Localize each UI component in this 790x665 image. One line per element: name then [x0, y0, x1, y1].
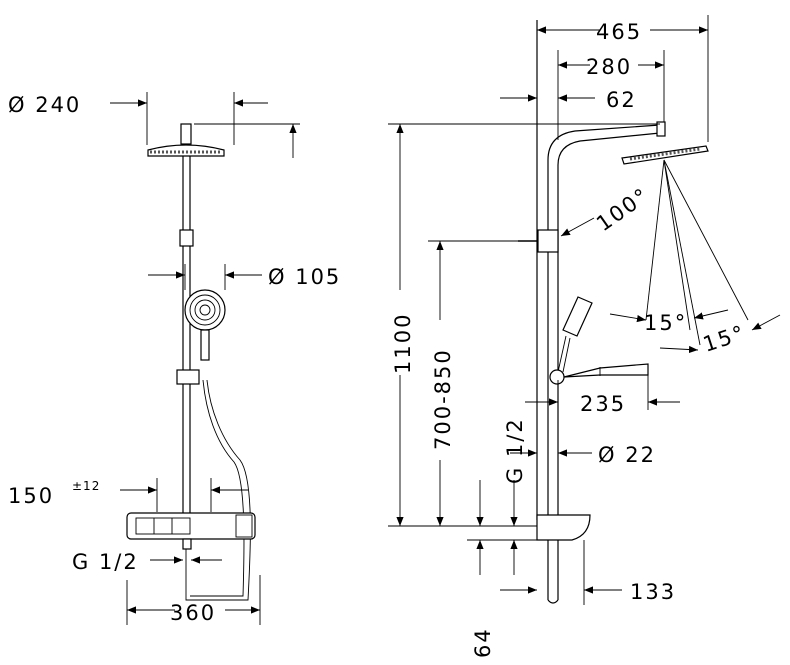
overhead-shower-front — [147, 123, 225, 157]
side-view: 465 280 62 100° 1100 700-850 15° 15° — [388, 15, 781, 658]
arm-offset-label: 280 — [586, 55, 632, 79]
inlet-height-label: 64 — [471, 627, 495, 658]
arm-projection-label: 465 — [596, 20, 642, 44]
holder-height-range-label: 700-850 — [431, 348, 455, 450]
thermostat-depth-label: 133 — [630, 580, 676, 604]
overall-height-label: 1100 — [391, 313, 415, 374]
thermostat-front — [126, 512, 256, 550]
pipe-diameter-label: Ø 22 — [598, 443, 656, 467]
handshower-length-label: 235 — [580, 392, 626, 416]
head-diameter-label: Ø 240 — [8, 93, 81, 117]
front-view: Ø 240 Ø 105 150 ±12 G 1/2 360 — [8, 92, 341, 625]
spray-angle-2-label: 15° — [700, 321, 749, 357]
riser-pipe-side — [536, 20, 666, 520]
thermostat-width-label: 360 — [170, 601, 216, 625]
thermostat-tolerance-label: ±12 — [72, 479, 100, 493]
head-tilt-angle-label: 100° — [592, 183, 654, 236]
handshower-holder-side — [537, 229, 559, 253]
thermostat-spacing-label: 150 — [8, 484, 54, 508]
riser-pipe-front — [176, 156, 200, 515]
thermostat-side — [536, 514, 591, 604]
hand-shower-side — [549, 296, 649, 385]
hand-shower-front — [184, 289, 226, 361]
spray-angle-1-label: 15° — [644, 311, 687, 335]
outlet-thread-label: G 1/2 — [503, 417, 527, 484]
wall-offset-label: 62 — [606, 88, 637, 112]
hose-inner-front — [190, 379, 245, 597]
inlet-thread-front-label: G 1/2 — [72, 550, 139, 574]
handshower-diameter-label: Ø 105 — [268, 265, 341, 289]
